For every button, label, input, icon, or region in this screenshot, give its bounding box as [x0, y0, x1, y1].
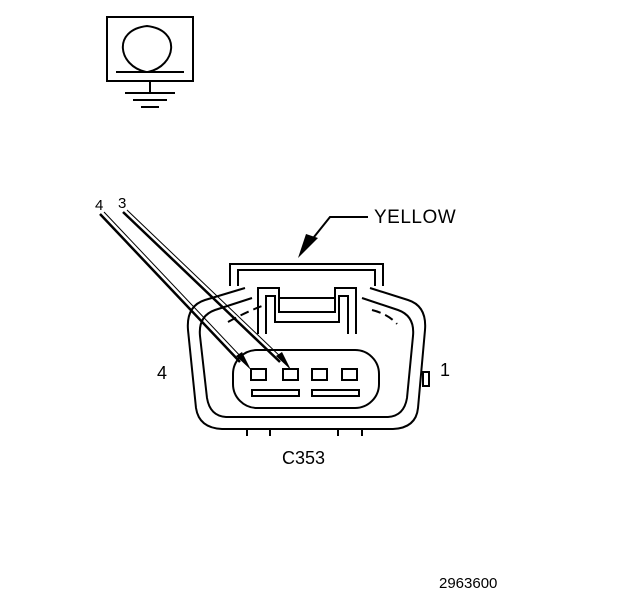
- probe-wire-3: [122, 209, 291, 370]
- pin-2-cavity: [311, 368, 328, 381]
- color-leader: [298, 216, 368, 258]
- pin-1-cavity: [341, 368, 358, 381]
- probe-wire-4: [99, 211, 251, 370]
- wire-label-4: 4: [95, 197, 104, 214]
- pin-label-right: 1: [440, 360, 451, 380]
- connector-name: C353: [282, 448, 326, 468]
- pin-label-left: 4: [157, 363, 168, 383]
- figure-number: 2963600: [439, 575, 498, 592]
- pin-3-cavity: [282, 368, 299, 381]
- connector-c353: [186, 263, 430, 436]
- wire-label-3: 3: [118, 195, 127, 212]
- pin-4-cavity: [250, 368, 267, 381]
- ohm-meter-ground-icon: [106, 16, 194, 108]
- connector-color-label: YELLOW: [374, 207, 457, 228]
